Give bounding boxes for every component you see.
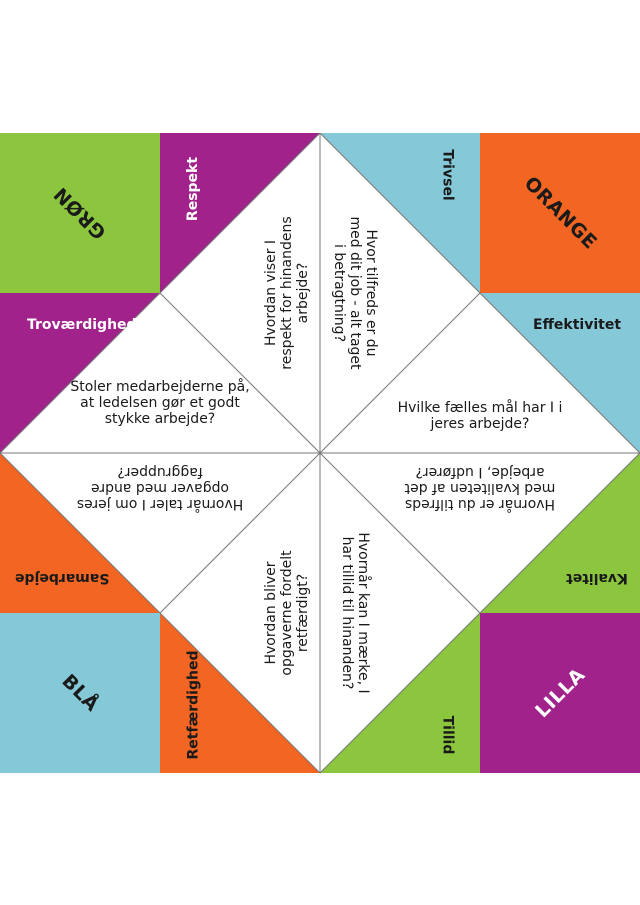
category-samarbejde[interactable]: Samarbejde — [15, 570, 110, 586]
corner-square-blue[interactable] — [0, 613, 160, 773]
question-goals: Hvilke fælles mål har I i jeres arbejde? — [397, 400, 563, 432]
fold-line-inner-tl — [159, 292, 321, 454]
category-trivsel[interactable]: Trivsel — [439, 149, 456, 201]
question-fair: Hvordan bliver opgaverne fordelt retfærd… — [263, 550, 311, 676]
corner-square-green[interactable] — [0, 133, 160, 293]
question-trust-management: Stoler medarbejderne på, at ledelsen gør… — [70, 379, 250, 427]
fold-line-inner-bl — [159, 452, 321, 614]
category-tillid[interactable]: Tillid — [438, 715, 455, 755]
category-retfaerdighed[interactable]: Retfærdighed — [184, 650, 201, 760]
question-respect: Hvordan viser I respekt for hinandens ar… — [263, 216, 311, 370]
fortune-teller-shapes — [0, 133, 640, 773]
category-respekt[interactable]: Respekt — [185, 156, 202, 222]
question-quality: Hvornår er du tilfreds med kvaliteten af… — [404, 464, 556, 512]
question-wellbeing: Hvor tilfreds er du med dit job - alt ta… — [331, 216, 379, 370]
category-effektivitet[interactable]: Effektivitet — [533, 317, 622, 333]
fortune-teller-board: GRØN ORANGE BLÅ LILLA Respekt Trivsel Tr… — [0, 133, 640, 773]
category-trovaerdighed[interactable]: Troværdighed — [27, 317, 137, 333]
fold-line-inner-br — [319, 452, 481, 614]
question-tasks: Hvornår taler I om jeres opgaver med and… — [76, 464, 244, 512]
category-kvalitet[interactable]: Kvalitet — [566, 570, 628, 586]
fold-line-inner-tr — [319, 292, 481, 454]
corner-square-orange[interactable] — [480, 133, 640, 293]
question-trust-each-other: Hvornår kan I mærke, I har tillid til hi… — [339, 532, 371, 694]
corner-square-purple[interactable] — [480, 613, 640, 773]
